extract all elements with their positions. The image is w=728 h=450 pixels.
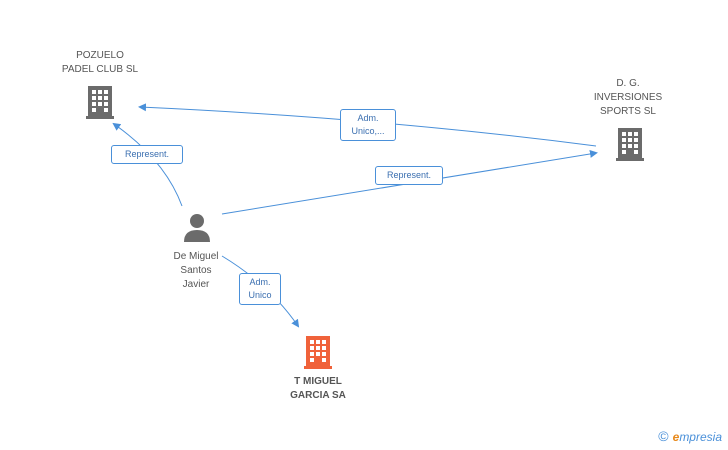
empresia-logo[interactable]: ©empresia (658, 428, 722, 444)
building-icon[interactable] (85, 84, 115, 120)
edge-label-adm-unico-tmiguel[interactable]: Adm. Unico (239, 273, 281, 305)
node-label-dg-inversiones: D. G. INVERSIONES SPORTS SL (593, 78, 663, 117)
building-icon-focus[interactable] (303, 334, 333, 370)
node-label-tmiguel: T MIGUEL GARCIA SA (290, 376, 346, 401)
edge-person-pozuelo (112, 122, 183, 207)
edge-label-represent-pozuelo[interactable]: Represent. (111, 145, 183, 164)
node-label-person: De Miguel Santos Javier (173, 251, 219, 290)
edge-label-adm-unico[interactable]: Adm. Unico,... (340, 109, 396, 141)
node-label-pozuelo: POZUELO PADEL CLUB SL (61, 50, 139, 75)
person-icon[interactable] (182, 212, 212, 244)
building-icon[interactable] (615, 126, 645, 162)
copyright-symbol: © (658, 428, 669, 444)
edge-label-represent-dg[interactable]: Represent. (375, 166, 443, 185)
brand-name: mpresia (679, 430, 722, 444)
brand-e: e (672, 430, 680, 444)
